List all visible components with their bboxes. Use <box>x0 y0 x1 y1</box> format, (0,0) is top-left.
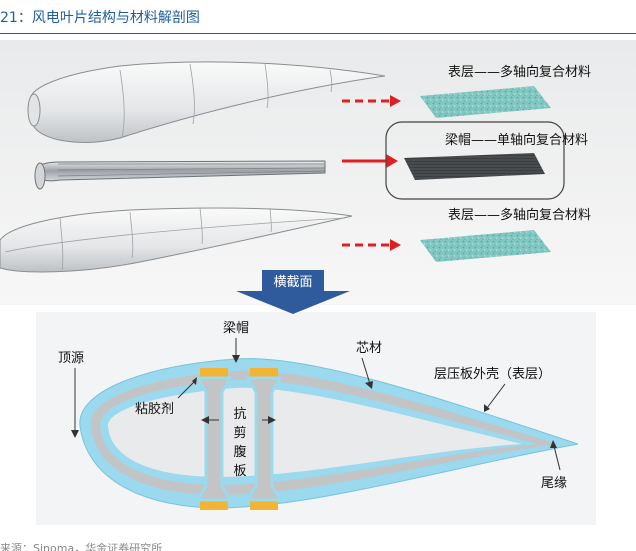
figure-title: 21：风电叶片结构与材料解剖图 <box>0 10 200 26</box>
callout-leaders <box>71 338 561 471</box>
multiaxial-composite-sample-top <box>420 86 551 118</box>
arrow-top-red-dashed <box>342 95 401 107</box>
blade-inner-structure <box>0 207 353 273</box>
shear-web-left <box>195 376 233 502</box>
arrow-middle-red-solid <box>342 154 398 168</box>
blade-outer-shell <box>27 61 386 143</box>
label-leading-edge: 顶源 <box>58 351 84 366</box>
cross-section-arrow: 横截面 <box>236 270 350 314</box>
multiaxial-composite-sample-bottom <box>420 230 551 262</box>
airfoil-cross-section <box>79 358 579 510</box>
label-laminate-shell: 层压板外壳（表层） <box>434 367 551 382</box>
label-adhesive: 粘胶剂 <box>135 401 174 417</box>
label-spar-cap-section: 梁帽 <box>223 320 249 336</box>
label-shear-web-char-4: 板 <box>233 464 246 479</box>
shear-web-right <box>245 376 283 502</box>
blade-diagram: 表层——多轴向复合材料 梁帽——单轴向复合材料 表层——多轴向复合材料 横截面 <box>0 40 636 525</box>
figure-header: 21：风电叶片结构与材料解剖图 <box>0 0 636 34</box>
figure-footer: 来源：Sinoma，华金证券研究所 <box>0 539 636 551</box>
spar-cap-right-bottom <box>250 500 278 510</box>
blade-spar <box>34 160 326 190</box>
spar-cap-callout-box <box>385 121 565 200</box>
label-shear-web-char-2: 剪 <box>233 425 246 441</box>
label-top-skin: 表层——多轴向复合材料 <box>448 64 591 80</box>
cross-section-arrow-label: 横截面 <box>273 275 312 290</box>
spar-cap-left-bottom <box>200 500 228 510</box>
header-rule <box>0 33 636 34</box>
label-bottom-skin: 表层——多轴向复合材料 <box>448 207 591 223</box>
label-trailing-edge: 尾缘 <box>541 476 567 491</box>
label-core-material: 芯材 <box>356 341 382 356</box>
label-shear-web-char-1: 抗 <box>233 407 246 422</box>
source-note: 来源：Sinoma，华金证券研究所 <box>0 542 163 551</box>
spar-cap-left-top <box>200 368 228 378</box>
spar-cap-right-top <box>250 368 278 378</box>
arrow-bottom-red-dashed <box>342 239 401 251</box>
label-spar-cap: 梁帽——单轴向复合材料 <box>445 132 588 148</box>
label-shear-web-char-3: 腹 <box>233 444 246 460</box>
unidirectional-composite-sample <box>404 153 545 180</box>
